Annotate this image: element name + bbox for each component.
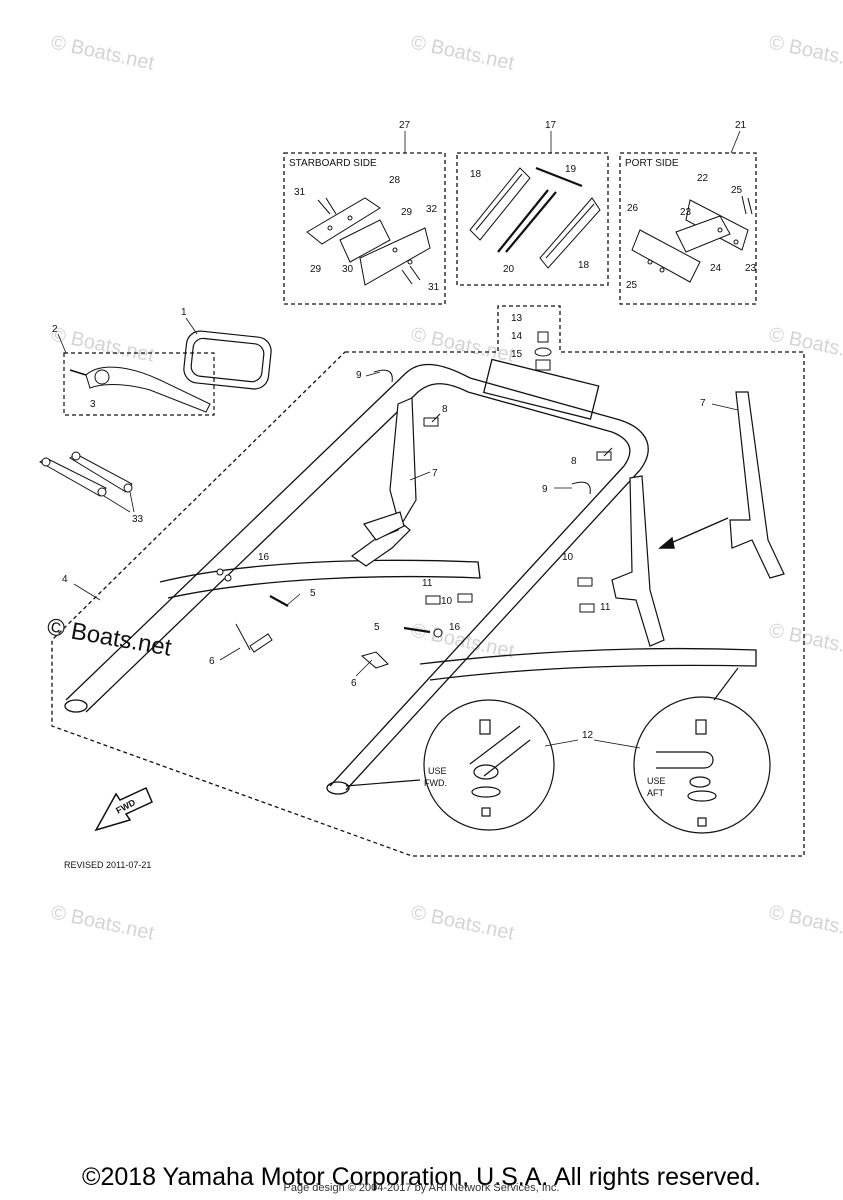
starboard-box (283, 152, 446, 305)
callout-13: 13 (511, 313, 523, 324)
revised-date: REVISED 2011-07-21 (64, 860, 151, 870)
callout-16: 16 (449, 622, 461, 633)
callout-27: 27 (399, 120, 411, 131)
pads-drawing (469, 166, 601, 269)
watermark: © Boats.net (767, 619, 843, 662)
callout-7: 7 (700, 398, 706, 409)
callout-31: 31 (428, 282, 440, 293)
watermark: © Boats.net (49, 323, 157, 366)
callout-25: 25 (626, 280, 638, 291)
watermark: © Boats.net (767, 31, 843, 74)
watermark: © Boats.net (409, 901, 517, 944)
page-design-credit: Page design © 2004-2017 by ARI Network S… (283, 1182, 560, 1194)
fwd-arrow-icon: FWD (94, 786, 153, 832)
callout-6: 6 (209, 656, 215, 667)
callout-8: 8 (442, 404, 448, 415)
port-box (619, 152, 757, 305)
callout-18: 18 (578, 260, 590, 271)
callout-24: 24 (710, 263, 722, 274)
callout-23: 23 (680, 207, 692, 218)
callout-5: 5 (310, 588, 316, 599)
middle-box (456, 152, 609, 286)
callout-10: 10 (441, 596, 453, 607)
callout-32: 32 (426, 204, 438, 215)
callout-19: 19 (565, 164, 577, 175)
callout-12: 12 (582, 730, 594, 741)
direction-arrow (658, 517, 729, 549)
watermark: © Boats.net (49, 31, 157, 74)
callout-23: 23 (745, 263, 757, 274)
callout-17: 17 (545, 120, 557, 131)
use-fwd-label: USE (428, 766, 447, 776)
callout-1: 1 (181, 307, 187, 318)
callout-33: 33 (132, 514, 144, 525)
detail-fwd (345, 699, 555, 831)
callout-31: 31 (294, 187, 306, 198)
rack-brackets-drawing (350, 391, 785, 647)
callout-25: 25 (731, 185, 743, 196)
hardware-drawing (216, 331, 613, 669)
port-bracket-drawing (631, 195, 753, 283)
use-fwd-label: FWD. (424, 778, 447, 788)
mirror-clamp-box (63, 352, 215, 416)
callout-16: 16 (258, 552, 270, 563)
callout-18: 18 (470, 169, 482, 180)
use-aft-label: AFT (647, 788, 665, 798)
callout-28: 28 (389, 175, 401, 186)
callout-10: 10 (562, 552, 574, 563)
mirror-drawing (183, 330, 272, 390)
tower-frame-drawing (64, 358, 757, 795)
callout-4: 4 (62, 574, 68, 585)
callout-11: 11 (600, 602, 611, 613)
watermark: © Boats.net (767, 901, 843, 944)
use-aft-label: USE (647, 776, 666, 786)
starboard-bracket-drawing (306, 197, 431, 286)
watermark: © Boats.net (409, 323, 517, 366)
callout-29: 29 (401, 207, 413, 218)
watermark: © Boats.net (409, 31, 517, 74)
callout-11: 11 (422, 578, 433, 589)
watermark-main: © Boats.net (45, 613, 174, 661)
watermark: © Boats.net (49, 901, 157, 944)
callout-30: 30 (342, 264, 354, 275)
callout-20: 20 (503, 264, 515, 275)
callout-8: 8 (571, 456, 577, 467)
callout-21: 21 (735, 120, 747, 131)
callout-22: 22 (697, 173, 709, 184)
watermark: © Boats.net (767, 323, 843, 366)
callout-29: 29 (310, 264, 322, 275)
main-assembly-boundary (51, 305, 805, 857)
starboard-side-title: STARBOARD SIDE (289, 158, 377, 169)
mirror-clamp-drawing (69, 366, 211, 413)
detail-aft (633, 667, 771, 834)
callout-2: 2 (52, 324, 58, 335)
watermarks: © Boats.net © Boats.net © Boats.net © Bo… (45, 31, 843, 944)
mirror-arm-drawing (39, 451, 133, 497)
copyright-notice: ©2018 Yamaha Motor Corporation, U.S.A. A… (82, 1163, 761, 1191)
callout-15: 15 (511, 349, 523, 360)
callout-5: 5 (374, 622, 380, 633)
callout-26: 26 (627, 203, 639, 214)
callout-7: 7 (432, 468, 438, 479)
callout-9: 9 (542, 484, 548, 495)
port-side-title: PORT SIDE (625, 158, 679, 169)
strap-drawing (497, 189, 557, 253)
callout-6: 6 (351, 678, 357, 689)
callout-3: 3 (90, 399, 96, 410)
callout-9: 9 (356, 370, 362, 381)
callout-14: 14 (511, 331, 523, 342)
